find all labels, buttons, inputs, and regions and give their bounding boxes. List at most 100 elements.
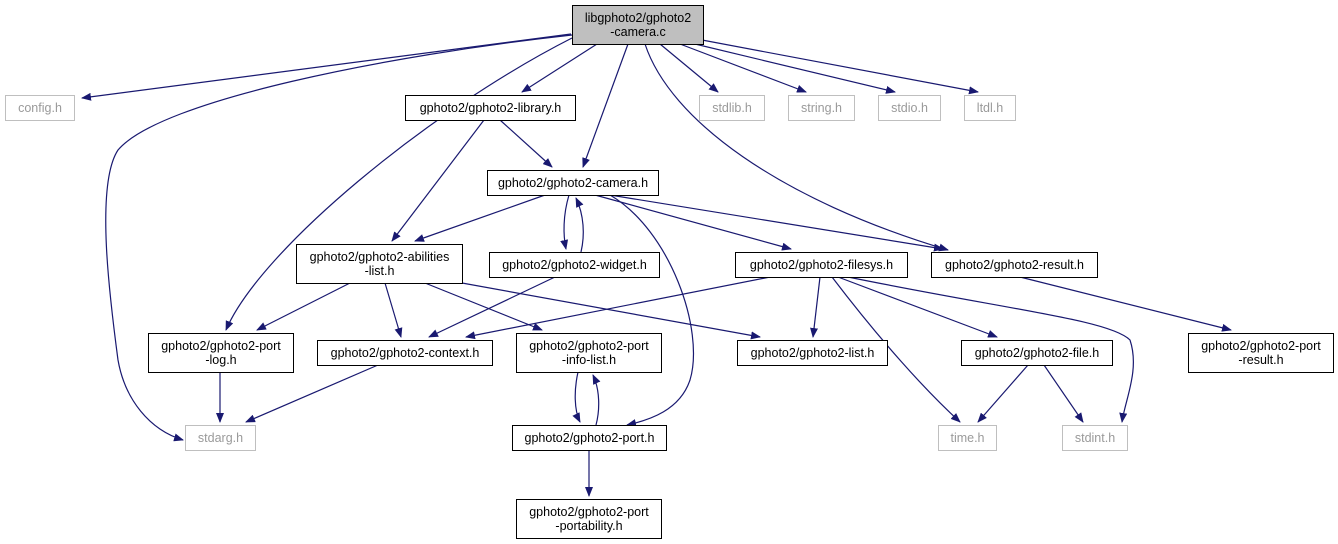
edge-library-to-camera bbox=[499, 119, 553, 168]
edge-context-to-stdarg bbox=[245, 364, 379, 423]
edge-root-to-stdarg bbox=[105, 34, 573, 442]
node-port[interactable]: gphoto2/gphoto2-port.h bbox=[512, 425, 667, 451]
node-ltdl: ltdl.h bbox=[964, 95, 1016, 121]
edge-camera-to-abilities bbox=[414, 194, 546, 242]
node-label: gphoto2/gphoto2-camera.h bbox=[498, 176, 648, 190]
edge-filesys-to-list bbox=[810, 276, 821, 338]
node-box bbox=[512, 425, 667, 451]
node-stdlib: stdlib.h bbox=[699, 95, 765, 121]
node-time: time.h bbox=[938, 425, 997, 451]
edge-file-to-time bbox=[977, 364, 1029, 423]
node-label: gphoto2/gphoto2-port bbox=[1201, 339, 1321, 353]
edge-root-to-result bbox=[644, 43, 949, 252]
edge-camera-to-result bbox=[609, 194, 944, 252]
edge-root-to-library bbox=[521, 43, 598, 93]
node-box bbox=[878, 95, 941, 121]
node-label: libgphoto2/gphoto2 bbox=[585, 11, 691, 25]
node-box bbox=[735, 252, 908, 278]
edge-portinfo-to-port bbox=[572, 371, 581, 423]
node-file[interactable]: gphoto2/gphoto2-file.h bbox=[961, 340, 1113, 366]
node-portlog[interactable]: gphoto2/gphoto2-port-log.h bbox=[148, 333, 294, 373]
node-box bbox=[516, 333, 662, 373]
node-label: ltdl.h bbox=[977, 101, 1003, 115]
edge-root-to-stdio bbox=[694, 43, 896, 94]
edge-filesys-to-time bbox=[831, 276, 961, 423]
node-filesys[interactable]: gphoto2/gphoto2-filesys.h bbox=[735, 252, 908, 278]
edge-result-to-portresult bbox=[1019, 276, 1232, 332]
edge-root-to-string bbox=[679, 43, 807, 93]
node-label: gphoto2/gphoto2-file.h bbox=[975, 346, 1099, 360]
node-box bbox=[737, 340, 888, 366]
node-result[interactable]: gphoto2/gphoto2-result.h bbox=[931, 252, 1098, 278]
node-config: config.h bbox=[5, 95, 75, 121]
node-library[interactable]: gphoto2/gphoto2-library.h bbox=[405, 95, 576, 121]
node-stdint: stdint.h bbox=[1062, 425, 1128, 451]
edge-abilities-to-portinfo bbox=[424, 282, 543, 331]
node-label: gphoto2/gphoto2-result.h bbox=[945, 258, 1084, 272]
edge-library-to-abilities bbox=[391, 119, 485, 242]
node-label: -log.h bbox=[205, 353, 236, 367]
node-label: stdio.h bbox=[891, 101, 928, 115]
node-string: string.h bbox=[788, 95, 855, 121]
node-portinfo[interactable]: gphoto2/gphoto2-port-info-list.h bbox=[516, 333, 662, 373]
node-camera[interactable]: gphoto2/gphoto2-camera.h bbox=[487, 170, 659, 196]
edge-abilities-to-list bbox=[461, 282, 761, 340]
edge-root-to-stdlib bbox=[659, 43, 719, 93]
node-label: -list.h bbox=[365, 264, 395, 278]
node-box bbox=[931, 252, 1098, 278]
node-box bbox=[699, 95, 765, 121]
node-label: gphoto2/gphoto2-port.h bbox=[525, 431, 655, 445]
node-root[interactable]: libgphoto2/gphoto2-camera.c bbox=[572, 5, 704, 45]
node-box bbox=[317, 340, 493, 366]
node-box bbox=[788, 95, 855, 121]
edge-port-to-portinfo bbox=[592, 374, 601, 426]
node-box bbox=[489, 252, 660, 278]
node-label: -result.h bbox=[1238, 353, 1283, 367]
node-label: config.h bbox=[18, 101, 62, 115]
node-label: -camera.c bbox=[610, 25, 666, 39]
nodes-layer: libgphoto2/gphoto2-camera.c config.h gphot… bbox=[5, 5, 1334, 539]
node-box bbox=[487, 170, 659, 196]
edge-filesys-to-context bbox=[465, 276, 771, 340]
edge-camera-to-filesys bbox=[594, 194, 792, 251]
node-stdarg: stdarg.h bbox=[185, 425, 256, 451]
node-label: gphoto2/gphoto2-list.h bbox=[751, 346, 875, 360]
node-list[interactable]: gphoto2/gphoto2-list.h bbox=[737, 340, 888, 366]
node-portresult[interactable]: gphoto2/gphoto2-port-result.h bbox=[1188, 333, 1334, 373]
node-box bbox=[185, 425, 256, 451]
node-label: gphoto2/gphoto2-filesys.h bbox=[750, 258, 893, 272]
node-label: gphoto2/gphoto2-widget.h bbox=[502, 258, 647, 272]
node-box bbox=[405, 95, 576, 121]
edge-filesys-to-file bbox=[837, 276, 998, 338]
node-label: gphoto2/gphoto2-port bbox=[529, 339, 649, 353]
node-abilities[interactable]: gphoto2/gphoto2-abilities-list.h bbox=[296, 244, 463, 284]
node-label: gphoto2/gphoto2-context.h bbox=[331, 346, 480, 360]
node-context[interactable]: gphoto2/gphoto2-context.h bbox=[317, 340, 493, 366]
node-label: stdint.h bbox=[1075, 431, 1115, 445]
node-box bbox=[961, 340, 1113, 366]
node-label: -info-list.h bbox=[562, 353, 616, 367]
node-widget[interactable]: gphoto2/gphoto2-widget.h bbox=[489, 252, 660, 278]
edge-abilities-to-portlog bbox=[256, 282, 351, 331]
node-box bbox=[296, 244, 463, 284]
node-label: gphoto2/gphoto2-port bbox=[161, 339, 281, 353]
node-portability[interactable]: gphoto2/gphoto2-port-portability.h bbox=[516, 499, 662, 539]
edge-root-to-portlog bbox=[225, 37, 573, 331]
node-label: gphoto2/gphoto2-abilities bbox=[310, 250, 450, 264]
edge-camera-to-port bbox=[609, 194, 694, 427]
node-label: -portability.h bbox=[555, 519, 622, 533]
edge-camera-to-widget bbox=[560, 194, 570, 250]
node-stdio: stdio.h bbox=[878, 95, 941, 121]
edge-root-to-ltdl bbox=[701, 39, 979, 95]
edge-widget-to-context bbox=[428, 276, 556, 338]
node-box bbox=[938, 425, 997, 451]
edge-abilities-to-context bbox=[384, 282, 403, 338]
node-label: stdarg.h bbox=[198, 431, 243, 445]
node-box bbox=[5, 95, 75, 121]
edge-widget-to-camera bbox=[575, 197, 584, 253]
node-box bbox=[1062, 425, 1128, 451]
node-box bbox=[148, 333, 294, 373]
node-label: stdlib.h bbox=[712, 101, 752, 115]
node-label: gphoto2/gphoto2-port bbox=[529, 505, 649, 519]
